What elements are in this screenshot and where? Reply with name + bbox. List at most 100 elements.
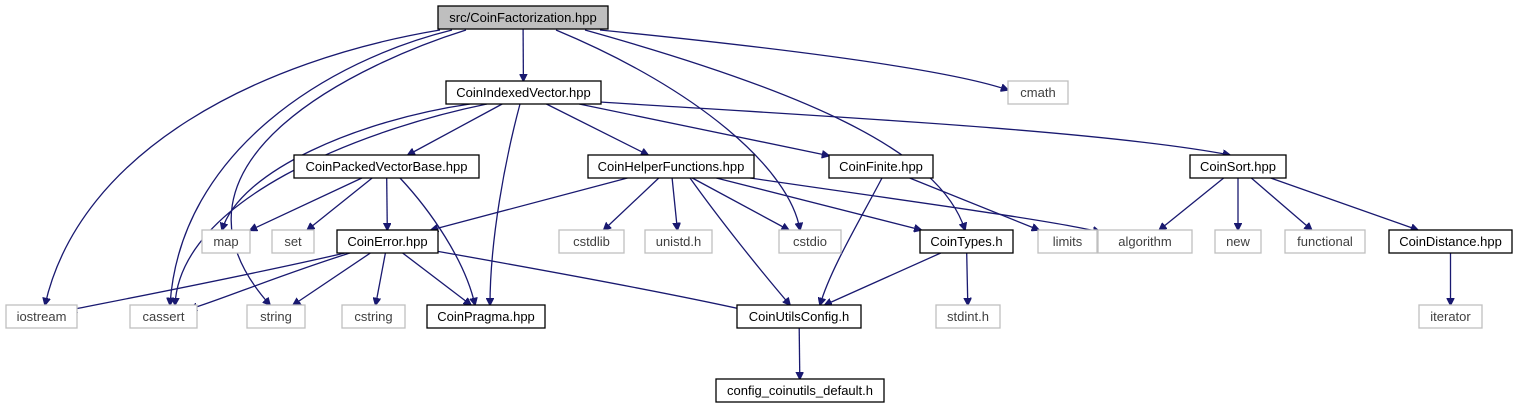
edge-civ-to-cassert xyxy=(175,103,488,305)
node-box-iterator xyxy=(1418,304,1483,329)
node-box-cassert xyxy=(129,304,198,329)
edge-chf-to-ctypes xyxy=(716,177,921,230)
edge-chf-to-algorithm xyxy=(749,177,1100,232)
edge-cfin-to-limits xyxy=(909,177,1039,230)
edge-root-to-cassert xyxy=(170,29,453,305)
node-ctypes[interactable]: CoinTypes.h xyxy=(919,229,1014,254)
node-box-new xyxy=(1214,229,1262,254)
node-iostream: iostream xyxy=(5,304,78,329)
node-label-cpragma: CoinPragma.hpp xyxy=(437,309,535,324)
node-box-cpvb xyxy=(293,154,480,179)
node-cpvb[interactable]: CoinPackedVectorBase.hpp xyxy=(293,154,480,179)
node-box-ctypes xyxy=(919,229,1014,254)
node-algorithm: algorithm xyxy=(1097,229,1193,254)
edge-chf-to-unistd xyxy=(671,177,677,230)
node-cuc[interactable]: CoinUtilsConfig.h xyxy=(736,304,862,329)
node-functional: functional xyxy=(1284,229,1366,254)
node-box-string xyxy=(246,304,306,329)
node-ccd[interactable]: config_coinutils_default.h xyxy=(715,378,885,403)
node-box-cerr xyxy=(336,229,439,254)
edge-cfin-to-cuc xyxy=(820,177,883,305)
node-label-cfin: CoinFinite.hpp xyxy=(839,159,923,174)
edge-cerr-to-cpragma xyxy=(402,252,471,305)
node-label-cstring: cstring xyxy=(354,309,392,324)
edge-cpvb-to-cerr xyxy=(387,177,388,230)
edge-cerr-to-cassert xyxy=(190,252,351,309)
edge-cpvb-to-set xyxy=(307,177,373,230)
node-box-functional xyxy=(1284,229,1366,254)
node-limits: limits xyxy=(1037,229,1098,254)
node-box-chf xyxy=(587,154,755,179)
node-csort[interactable]: CoinSort.hpp xyxy=(1189,154,1287,179)
node-cdist[interactable]: CoinDistance.hpp xyxy=(1388,229,1513,254)
node-box-csort xyxy=(1189,154,1287,179)
node-cerr[interactable]: CoinError.hpp xyxy=(336,229,439,254)
edge-civ-to-cpvb xyxy=(408,103,503,155)
node-label-new: new xyxy=(1226,234,1250,249)
node-label-set: set xyxy=(284,234,302,249)
node-label-cuc: CoinUtilsConfig.h xyxy=(749,309,849,324)
node-box-map xyxy=(201,229,251,254)
edge-root-to-ctypes xyxy=(584,29,965,230)
node-stdint: stdint.h xyxy=(935,304,1001,329)
node-box-cfin xyxy=(828,154,934,179)
node-unistd: unistd.h xyxy=(644,229,713,254)
node-new: new xyxy=(1214,229,1262,254)
node-cassert: cassert xyxy=(129,304,198,329)
node-label-limits: limits xyxy=(1053,234,1083,249)
node-label-iterator: iterator xyxy=(1430,309,1471,324)
node-cfin[interactable]: CoinFinite.hpp xyxy=(828,154,934,179)
node-label-stdint: stdint.h xyxy=(947,309,989,324)
node-box-cstdio xyxy=(778,229,842,254)
edge-civ-to-cfin xyxy=(578,103,829,156)
node-box-cstdlib xyxy=(558,229,625,254)
node-label-iostream: iostream xyxy=(17,309,67,324)
node-label-string: string xyxy=(260,309,292,324)
edge-root-to-cmath xyxy=(599,29,1008,90)
edge-civ-to-map xyxy=(222,103,471,230)
edge-root-to-iostream xyxy=(45,29,441,305)
node-iterator: iterator xyxy=(1418,304,1483,329)
node-box-civ xyxy=(445,80,602,105)
node-box-ccd xyxy=(715,378,885,403)
node-box-cstring xyxy=(341,304,406,329)
node-cmath: cmath xyxy=(1007,80,1069,105)
node-box-cpragma xyxy=(426,304,546,329)
node-box-algorithm xyxy=(1097,229,1193,254)
edge-csort-to-functional xyxy=(1250,177,1311,230)
node-box-cmath xyxy=(1007,80,1069,105)
edge-civ-to-csort xyxy=(599,101,1230,155)
node-label-chf: CoinHelperFunctions.hpp xyxy=(598,159,745,174)
node-box-set xyxy=(271,229,315,254)
edge-csort-to-cdist xyxy=(1270,177,1418,230)
edge-civ-to-chf xyxy=(546,103,648,155)
node-box-cuc xyxy=(736,304,862,329)
node-civ[interactable]: CoinIndexedVector.hpp xyxy=(445,80,602,105)
edge-root-to-cstdio xyxy=(555,29,800,230)
nodes-layer: src/CoinFactorization.hppCoinIndexedVect… xyxy=(5,5,1513,403)
node-label-functional: functional xyxy=(1297,234,1353,249)
node-root[interactable]: src/CoinFactorization.hpp xyxy=(437,5,609,30)
node-cpragma[interactable]: CoinPragma.hpp xyxy=(426,304,546,329)
node-label-unistd: unistd.h xyxy=(656,234,702,249)
edge-chf-to-cerr xyxy=(431,177,628,230)
edges-layer xyxy=(45,28,1451,379)
node-label-cassert: cassert xyxy=(143,309,185,324)
edge-ctypes-to-stdint xyxy=(967,252,968,305)
node-label-csort: CoinSort.hpp xyxy=(1200,159,1276,174)
node-chf[interactable]: CoinHelperFunctions.hpp xyxy=(587,154,755,179)
edge-cerr-to-cstring xyxy=(376,252,387,305)
node-label-algorithm: algorithm xyxy=(1118,234,1171,249)
edge-chf-to-cuc xyxy=(689,177,790,305)
node-label-ctypes: CoinTypes.h xyxy=(930,234,1002,249)
node-box-unistd xyxy=(644,229,713,254)
node-label-cstdlib: cstdlib xyxy=(573,234,610,249)
node-cstdlib: cstdlib xyxy=(558,229,625,254)
node-label-root: src/CoinFactorization.hpp xyxy=(449,10,596,25)
node-box-stdint xyxy=(935,304,1001,329)
edge-ctypes-to-cuc xyxy=(825,252,942,305)
edge-csort-to-algorithm xyxy=(1159,177,1225,230)
node-cstdio: cstdio xyxy=(778,229,842,254)
node-label-ccd: config_coinutils_default.h xyxy=(727,383,873,398)
